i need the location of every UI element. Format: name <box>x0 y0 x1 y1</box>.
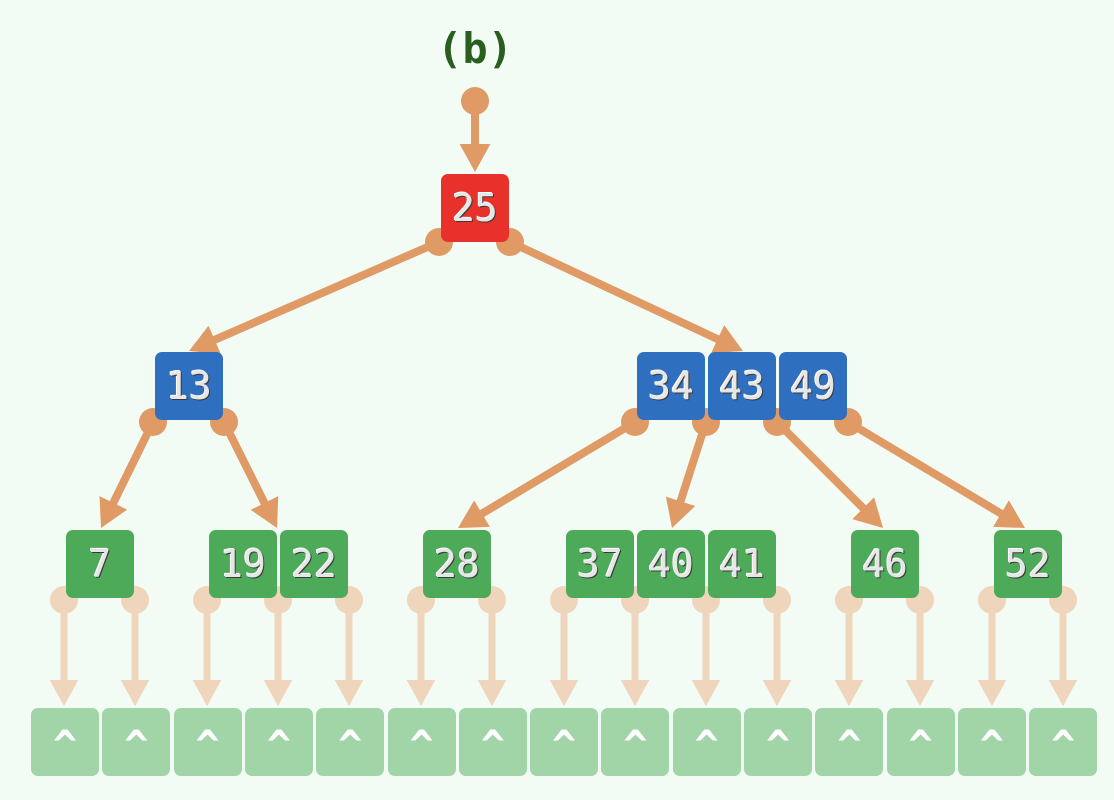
null-pointer-5 <box>406 586 436 706</box>
null-node-4: ^ <box>316 708 385 776</box>
root-node-key-0: 25 <box>441 174 509 242</box>
null-pointer-7 <box>549 586 579 706</box>
null-node-3: ^ <box>244 708 313 776</box>
null-node-11: ^ <box>815 708 884 776</box>
leaf-node-1-key-1: 22 <box>280 530 348 598</box>
leaf-node-1-key-0: 19 <box>209 530 277 598</box>
internal-node-1-key-1: 43 <box>708 352 776 420</box>
diagram-title: (b) <box>437 24 513 73</box>
pointer-13-1 <box>210 408 279 528</box>
pointer-344349-0 <box>458 408 649 528</box>
null-pointer-0 <box>49 586 79 706</box>
null-node-6: ^ <box>458 708 527 776</box>
pointer-344349-2 <box>763 408 883 528</box>
leaf-node-5-key-0: 52 <box>994 530 1062 598</box>
pointer-root-1 <box>496 228 743 354</box>
pointer-344349-1 <box>665 408 720 528</box>
leaf-node-4-key-0: 46 <box>851 530 919 598</box>
internal-node-0-key-0: 13 <box>155 352 223 420</box>
null-node-9: ^ <box>672 708 741 776</box>
null-pointer-14 <box>1048 586 1078 706</box>
null-pointer-11 <box>834 586 864 706</box>
internal-node-1-key-0: 34 <box>637 352 705 420</box>
null-node-1: ^ <box>102 708 171 776</box>
leaf-node-3-key-2: 41 <box>708 530 776 598</box>
leaf-node-3-key-1: 40 <box>637 530 705 598</box>
null-pointer-1 <box>120 586 150 706</box>
null-pointer-8 <box>620 586 650 706</box>
null-pointer-4 <box>334 586 364 706</box>
pointer-13-0 <box>99 408 167 528</box>
null-pointer-6 <box>477 586 507 706</box>
leaf-node-0-key-0: 7 <box>66 530 134 598</box>
null-node-10: ^ <box>744 708 812 776</box>
internal-node-1-key-2: 49 <box>779 352 847 420</box>
entry-pointer <box>459 87 491 172</box>
null-node-7: ^ <box>530 708 599 776</box>
null-node-8: ^ <box>601 708 670 776</box>
null-node-12: ^ <box>886 708 955 776</box>
null-pointer-10 <box>762 586 792 706</box>
null-pointer-12 <box>905 586 935 706</box>
null-node-2: ^ <box>173 708 242 776</box>
leaf-node-3-key-0: 37 <box>566 530 634 598</box>
null-node-5: ^ <box>387 708 456 776</box>
leaf-node-2-key-0: 28 <box>423 530 491 598</box>
null-pointer-3 <box>263 586 293 706</box>
null-pointer-13 <box>977 586 1007 706</box>
pointer-root-0 <box>189 228 453 354</box>
null-node-13: ^ <box>957 708 1026 776</box>
null-node-14: ^ <box>1029 708 1098 776</box>
null-pointer-2 <box>192 586 222 706</box>
null-pointer-9 <box>691 586 721 706</box>
null-node-0: ^ <box>31 708 99 776</box>
